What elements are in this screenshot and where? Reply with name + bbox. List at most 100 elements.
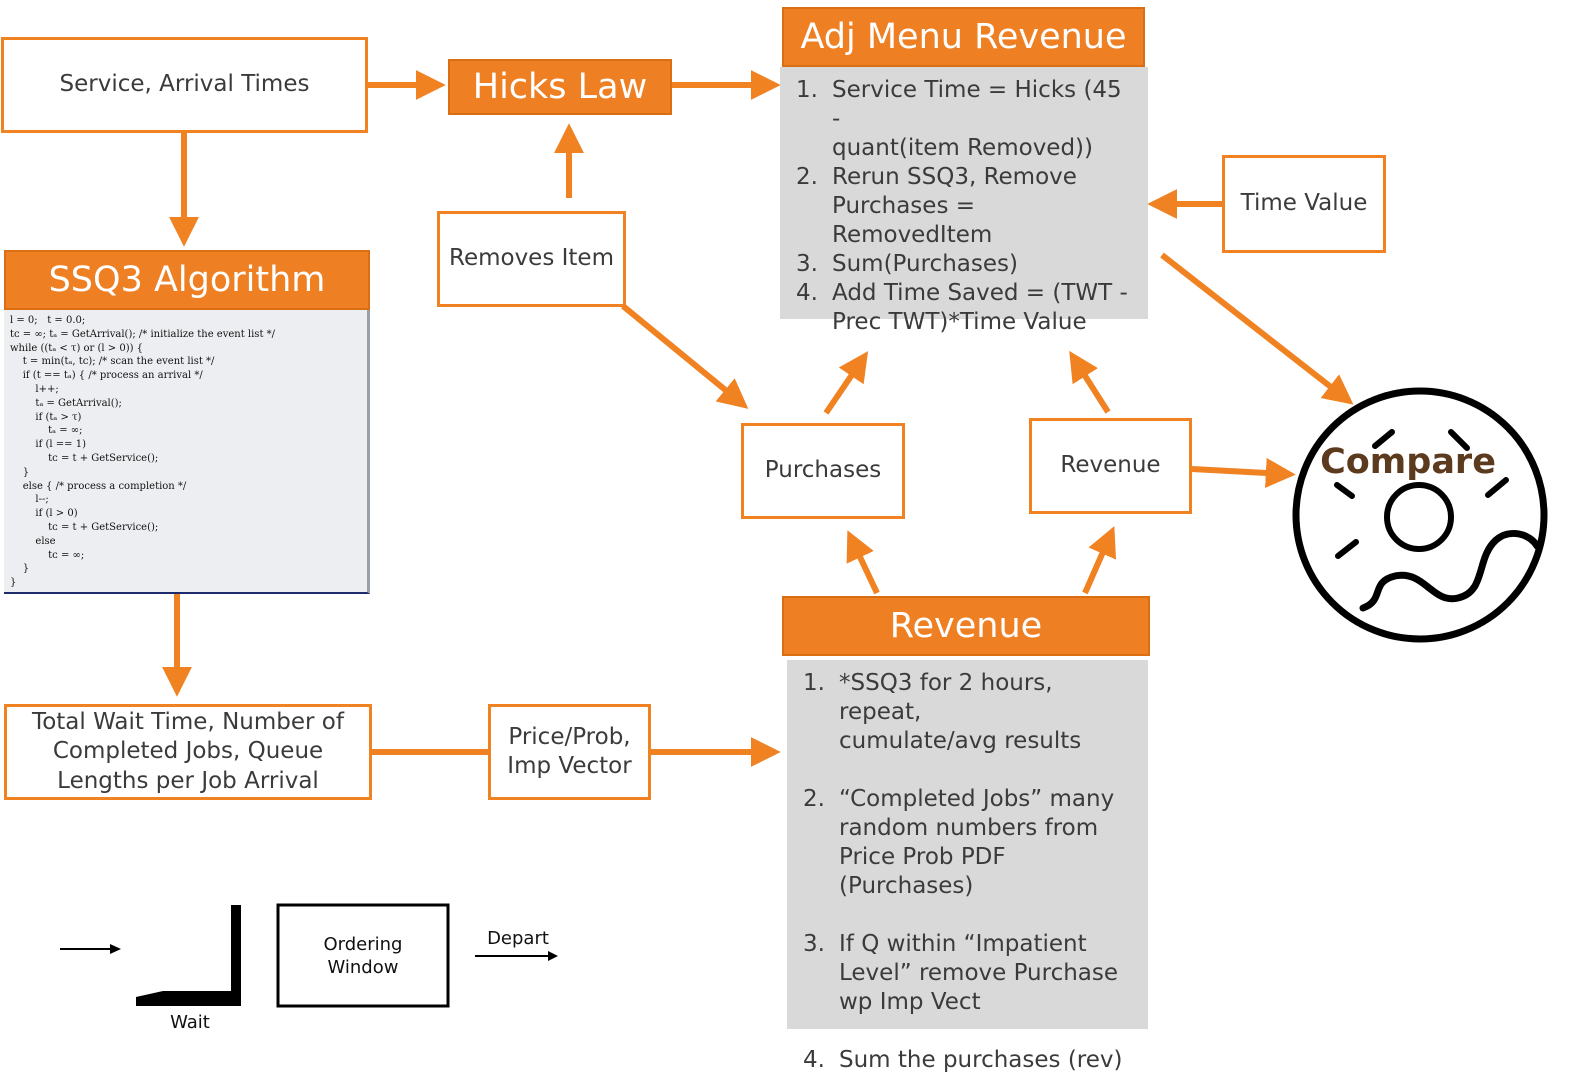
revenue-item-line: *SSQ3 for 2 hours, repeat, xyxy=(839,670,1053,725)
code-line: l = 0; t = 0.0; xyxy=(10,315,86,326)
totals-line-1: Total Wait Time, Number of xyxy=(32,708,344,735)
ordering-line-1: Ordering xyxy=(323,934,403,955)
ssq3-code-block: l = 0; t = 0.0; tᴄ = ∞; tₐ = GetArrival()… xyxy=(4,310,370,594)
code-line: } xyxy=(10,563,30,575)
adj-menu-panel: 1. Service Time = Hicks (45 -quant(item R… xyxy=(780,67,1148,335)
revenue-list: 1. *SSQ3 for 2 hours, repeat, cumulate/avg… xyxy=(803,669,1140,1075)
adj-menu-item-number: 4. xyxy=(796,280,818,306)
code-line: tᴄ = t + GetService(); xyxy=(10,521,159,533)
adj-menu-item-line: Prec TWT)*Time Value xyxy=(832,309,1087,335)
code-line: l++; xyxy=(10,383,59,395)
revenue-item-line: cumulate/avg results xyxy=(839,728,1082,754)
adj-menu-title: Adj Menu Revenue xyxy=(782,7,1145,67)
revenue-item-line: Level” remove Purchase xyxy=(839,960,1119,986)
wait-label: Wait xyxy=(170,1012,210,1033)
code-line: else { /* process a completion */ xyxy=(10,480,187,492)
adj-menu-title-label: Adj Menu Revenue xyxy=(800,17,1127,57)
adj-menu-item: 4. Add Time Saved = (TWT -Prec TWT)*Time … xyxy=(796,279,1136,337)
adj-menu-item-line: Sum(Purchases) xyxy=(832,251,1018,277)
adj-menu-item-number: 3. xyxy=(796,251,818,277)
arrow-revenue-to-revsmall xyxy=(1082,526,1117,595)
service-arrival-box: Service, Arrival Times xyxy=(1,37,368,133)
revenue-item-number: 1. xyxy=(803,670,825,696)
code-line: while ((tₐ < τ) or (l > 0)) { xyxy=(10,342,144,354)
revenue-panel: 1. *SSQ3 for 2 hours, repeat, cumulate/avg… xyxy=(787,660,1148,1073)
donut-icon xyxy=(1292,387,1548,643)
revenue-item: 1. *SSQ3 for 2 hours, repeat, cumulate/avg… xyxy=(803,669,1140,756)
purchases-box: Purchases xyxy=(741,423,905,519)
revenue-item-text: *SSQ3 for 2 hours, repeat, cumulate/avg r… xyxy=(839,669,1140,756)
removes-item-label: Removes Item xyxy=(449,245,614,272)
revenue-item-line: wp Imp Vect xyxy=(839,989,981,1015)
revenue-small-box: Revenue xyxy=(1029,418,1192,514)
revenue-item-line: Sum the purchases (rev) xyxy=(839,1047,1123,1073)
ordering-line-2: Window xyxy=(327,957,399,979)
revenue-item-line: random numbers from xyxy=(839,815,1099,841)
code-line: if (l > 0) xyxy=(10,508,78,520)
revenue-item: 2. “Completed Jobs” many random numbers fr… xyxy=(803,785,1140,901)
adj-menu-item-text: Sum(Purchases) xyxy=(832,250,1018,279)
purchases-label: Purchases xyxy=(764,457,882,484)
revenue-item-line: “Completed Jobs” many xyxy=(839,786,1115,812)
code-line: tᴄ = ∞; tₐ = GetArrival(); /* initialize… xyxy=(10,328,276,340)
totals-box: Total Wait Time, Number of Completed Job… xyxy=(4,704,372,800)
arrow-removes-to-purchases xyxy=(621,303,749,409)
arrow-revsmall-to-compare xyxy=(1191,457,1296,488)
compare-label: Compare xyxy=(1320,442,1496,482)
revenue-item-number: 2. xyxy=(803,786,825,812)
totals-line-2: Completed Jobs, Queue xyxy=(52,738,324,765)
code-line: } xyxy=(10,466,30,478)
wait-queue-shape xyxy=(136,905,241,1006)
code-line: t = min(tₐ, tᴄ); /* scan the event list … xyxy=(10,356,215,368)
hicks-law-label: Hicks Law xyxy=(472,67,648,107)
arrow-purchases-to-adj xyxy=(823,351,869,415)
revenue-title-label: Revenue xyxy=(889,606,1043,646)
adj-menu-item-line: quant(item Removed)) xyxy=(832,135,1093,161)
adj-menu-item-line: Rerun SSQ3, Remove xyxy=(832,164,1077,190)
ordering-window-box xyxy=(276,903,450,1008)
code-line: tᴄ = ∞; xyxy=(10,549,85,561)
time-value-label: Time Value xyxy=(1240,190,1368,217)
service-arrival-label: Service, Arrival Times xyxy=(59,71,310,98)
code-line: tᴄ = t + GetService(); xyxy=(10,452,159,464)
arrow-revenue-to-purchases xyxy=(846,530,880,595)
revenue-item-number: 4. xyxy=(803,1047,825,1073)
adj-menu-item-number: 2. xyxy=(796,164,818,190)
price-line-1: Price/Prob, xyxy=(508,723,631,750)
revenue-item-line: Price Prob PDF (Purchases) xyxy=(839,844,1006,899)
arrow-revsmall-to-adj xyxy=(1069,350,1111,414)
code-line: else xyxy=(10,535,56,547)
adj-menu-item-number: 1. xyxy=(796,77,818,103)
revenue-small-label: Revenue xyxy=(1060,452,1161,479)
depart-label: Depart xyxy=(487,928,549,949)
time-value-box: Time Value xyxy=(1222,155,1386,253)
revenue-item-text: “Completed Jobs” many random numbers from… xyxy=(839,785,1140,901)
code-line: tₐ = GetArrival(); xyxy=(10,397,122,409)
code-line: if (tₐ > τ) xyxy=(10,411,82,423)
queue-sketch xyxy=(60,903,558,1008)
adj-menu-item: 3. Sum(Purchases) xyxy=(796,250,1136,279)
ordering-window-label: Ordering Window xyxy=(278,933,448,980)
revenue-item-number: 3. xyxy=(803,931,825,957)
code-line: } xyxy=(10,577,17,589)
code-line: if (t == tₐ) { /* process an arrival */ xyxy=(10,370,203,382)
revenue-item-line: If Q within “Impatient xyxy=(839,931,1087,957)
price-prob-box: Price/Prob, Imp Vector xyxy=(488,704,651,800)
revenue-item-text: Sum the purchases (rev) xyxy=(839,1046,1122,1075)
adj-menu-item-text: Add Time Saved = (TWT -Prec TWT)*Time Va… xyxy=(832,279,1128,337)
revenue-item: 4. Sum the purchases (rev) xyxy=(803,1046,1140,1075)
code-line: l--; xyxy=(10,494,49,506)
adj-menu-list: 1. Service Time = Hicks (45 -quant(item R… xyxy=(796,76,1136,337)
ssq3-title: SSQ3 Algorithm xyxy=(4,250,370,310)
hicks-law-box: Hicks Law xyxy=(448,59,672,115)
price-line-2: Imp Vector xyxy=(507,753,632,779)
revenue-title: Revenue xyxy=(782,596,1150,656)
removes-item-box: Removes Item xyxy=(437,211,626,307)
adj-menu-item-text: Service Time = Hicks (45 -quant(item Rem… xyxy=(832,76,1136,163)
arrow-adj-to-compare xyxy=(1160,252,1354,405)
